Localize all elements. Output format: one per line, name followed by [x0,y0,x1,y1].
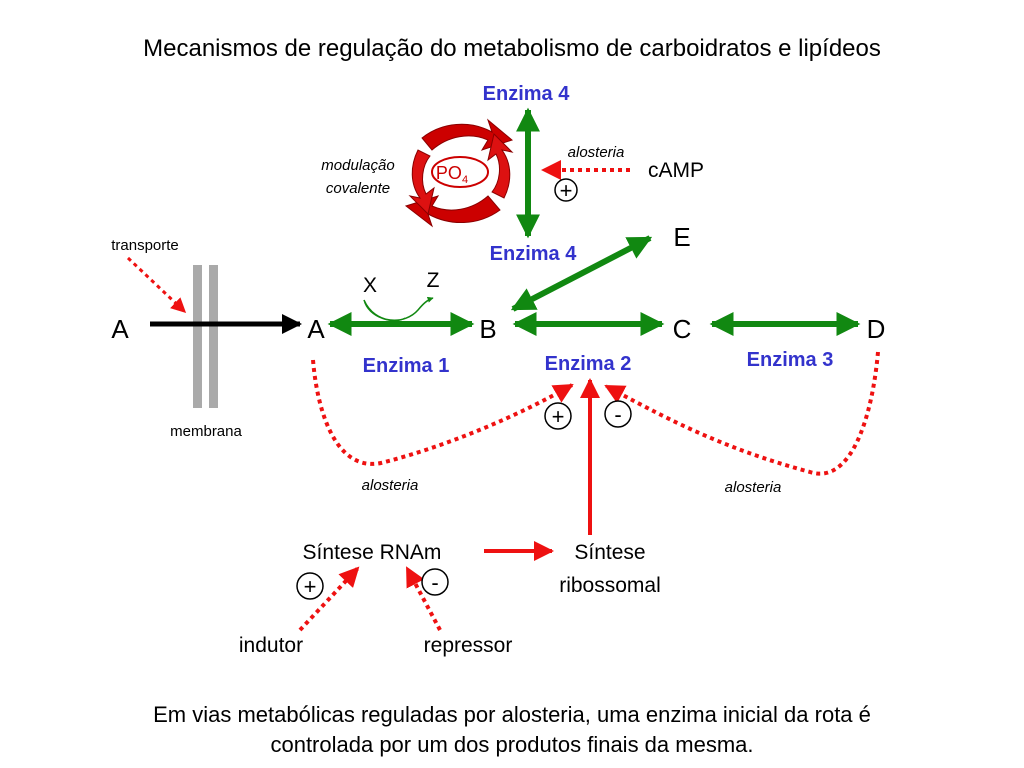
node-c: C [673,314,692,344]
x-z-curved-arrow-return [363,299,406,322]
label-modulacao-line1: modulação [321,157,394,174]
covalent-modulation-swirl [404,118,514,228]
node-b: B [479,314,496,344]
indutor-plus-sign: + [304,574,317,599]
po4-text: PO [436,163,462,183]
label-membrana: membrana [170,423,242,440]
label-sintese-ribossomal-line1: Síntese [574,541,645,564]
swirl-arrow-top [421,118,514,151]
node-e: E [673,222,690,252]
alosteria-right-dotted-curve [604,351,880,476]
label-alosteria-left: alosteria [362,477,419,494]
alosteria-left-dotted-curve [311,359,574,466]
indutor-plus-circle [296,572,324,600]
indutor-dotted-arrow [298,566,360,632]
e2-minus-sign: - [614,402,621,427]
po4-subscript: 4 [462,174,468,186]
label-sintese-rnam: Síntese RNAm [303,541,442,564]
node-x: X [363,274,377,297]
node-a-outside: A [111,314,129,344]
reaction-arrow-b-e [510,235,653,312]
x-z-curved-arrow [363,296,434,321]
camp-plus-sign: + [560,178,573,203]
node-d: D [867,314,886,344]
label-repressor: repressor [424,634,513,657]
enzyme-3-label: Enzima 3 [747,349,834,371]
label-sintese-ribossomal-line2: ribossomal [559,574,661,597]
page-title: Mecanismos de regulação do metabolismo d… [143,35,881,62]
repressor-minus-circle [421,568,449,596]
label-camp: cAMP [648,159,704,182]
enzyme-4-top-label: Enzima 4 [483,83,571,105]
enzyme-4-bottom-label: Enzima 4 [490,243,578,265]
caption-line1: Em vias metabólicas reguladas por aloste… [153,702,871,727]
label-alosteria-top: alosteria [568,144,625,161]
enzyme-2-label: Enzima 2 [545,353,632,375]
camp-plus-circle [554,178,578,202]
label-transporte: transporte [111,237,179,254]
e2-plus-sign: + [552,404,565,429]
e2-plus-circle [544,402,572,430]
swirl-arrow-right [487,133,514,199]
po4-label: PO4 [436,163,468,186]
repressor-dotted-arrow [405,566,442,631]
node-z: Z [427,269,440,292]
label-modulacao-line2: covalente [326,180,390,197]
repressor-minus-sign: - [431,570,438,595]
membrane-bar-left [193,265,202,408]
label-indutor: indutor [239,634,303,657]
transporte-dotted-arrow [126,256,187,314]
e2-minus-circle [604,400,632,428]
caption-line2: controlada por um dos produtos finais da… [270,732,753,757]
swirl-arrow-left [408,149,435,215]
node-a-inside: A [307,314,325,344]
po4-ellipse [431,156,489,188]
enzyme-1-label: Enzima 1 [363,355,450,377]
membrane [193,265,218,408]
label-alosteria-right: alosteria [725,479,782,496]
membrane-bar-right [209,265,218,408]
